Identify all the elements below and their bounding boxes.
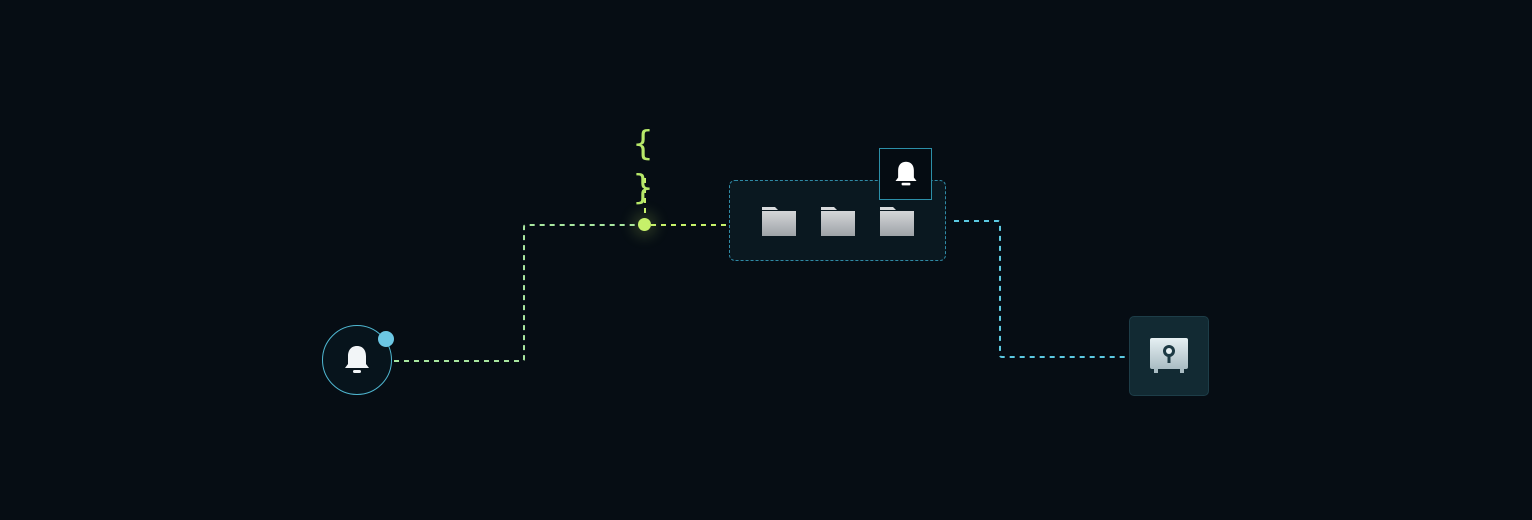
folder-icon [821, 207, 855, 236]
connector-source-to-junction [394, 224, 638, 362]
alert-badge[interactable] [879, 148, 932, 200]
folder-icon [762, 207, 796, 236]
vault-icon [1150, 338, 1188, 373]
bell-icon [345, 346, 369, 373]
junction-node [638, 218, 651, 231]
connector-group-to-vault [954, 220, 1129, 358]
transform-braces-icon[interactable]: { } [632, 124, 658, 208]
folder-icon [880, 207, 914, 236]
bell-icon [895, 161, 916, 186]
vault-node[interactable] [1129, 316, 1209, 396]
status-dot [378, 331, 394, 347]
